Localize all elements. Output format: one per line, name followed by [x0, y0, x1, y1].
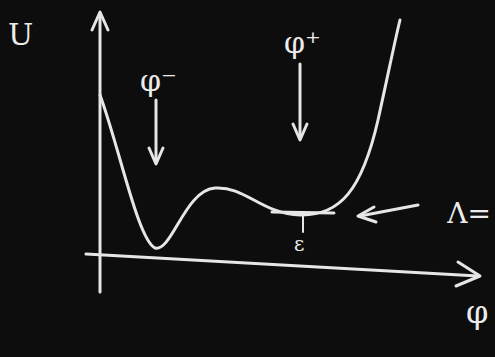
y-axis-arrow	[92, 12, 108, 30]
axis-label: U	[8, 20, 33, 50]
axis-label: φ	[466, 296, 488, 328]
phi-plus-arrowhead	[293, 124, 307, 140]
energy-gap-label: ε	[294, 234, 304, 254]
minimum-label: φ⁻	[140, 66, 177, 96]
phi-plus-arrow	[299, 64, 302, 138]
pointer-arrowhead	[358, 207, 376, 222]
x-axis-arrow	[456, 262, 480, 286]
y-axis	[99, 14, 102, 292]
phi-minus-arrowhead	[149, 148, 163, 164]
epsilon-tick	[302, 214, 304, 232]
potential-curve	[100, 20, 400, 248]
x-axis	[86, 254, 478, 276]
phi-minus-arrow	[155, 100, 158, 162]
minimum-label: φ⁺	[284, 28, 321, 58]
vacuum-level-line	[272, 212, 334, 213]
lambda-label: Λ=	[447, 200, 491, 228]
